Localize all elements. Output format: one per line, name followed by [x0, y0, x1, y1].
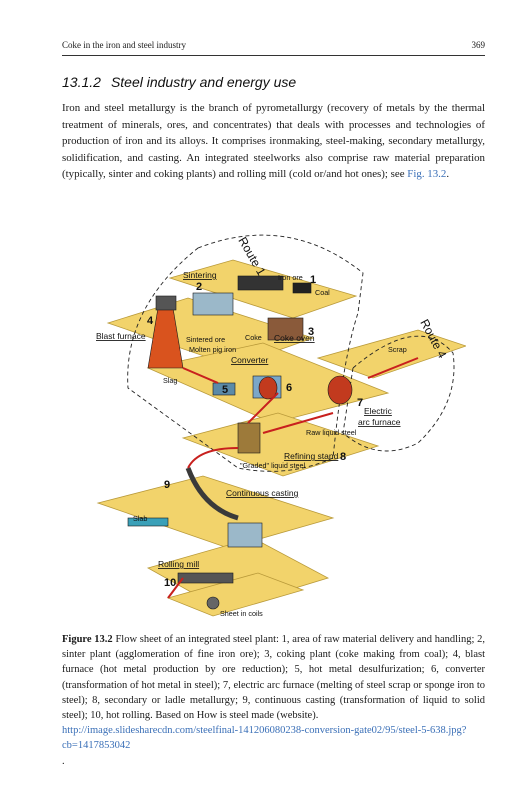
flow-arrow: [167, 577, 184, 599]
figure-label: Figure 13.2: [62, 634, 113, 645]
coke-oven-label: Coke oven: [274, 333, 315, 343]
converter-vessel: [258, 376, 278, 400]
slab-label: Slab: [133, 514, 147, 523]
slag-label: Slag: [163, 376, 177, 385]
paragraph-end: .: [446, 168, 450, 181]
iron-ore-pile: [237, 275, 284, 291]
converter-label: Converter: [231, 355, 268, 365]
coil: [206, 596, 220, 610]
rolling-stands: [177, 572, 234, 584]
step-3-label: 3: [308, 326, 314, 338]
molten-pig-iron-label: Molten pig iron: [189, 345, 236, 354]
flow-arrow: [247, 392, 279, 424]
route-boundaries: [127, 234, 455, 472]
flow-arrow: [367, 357, 419, 379]
figure-caption: Figure 13.2 Flow sheet of an integrated …: [62, 632, 485, 769]
flow-arrows: [167, 357, 419, 599]
route-1-boundary: [127, 234, 364, 472]
section-number: 13.1.2: [62, 74, 101, 90]
running-head: Coke in the iron and steel industry 369: [62, 40, 485, 50]
steel-plant-diagram: Route 1 Route 4 Sintering Iron ore Coal …: [96, 234, 468, 618]
refining-platform: [181, 412, 380, 477]
step-5-label: 5: [222, 384, 228, 396]
blast-furnace-label: Blast furnace: [96, 331, 146, 341]
refining-stand-label: Refining stand: [284, 451, 339, 461]
header-rule: [62, 55, 485, 56]
section-title: Steel industry and energy use: [110, 74, 297, 90]
flow-arrow: [182, 367, 219, 384]
platforms: [96, 259, 468, 617]
page-number: 369: [471, 40, 486, 50]
refining-stand: [237, 422, 261, 454]
iron-ore-label: Iron ore: [278, 273, 303, 282]
slab-stack: [127, 517, 169, 527]
step-2-label: 2: [196, 281, 202, 293]
step-1-label: 1: [310, 274, 316, 286]
caption-end: .: [62, 755, 65, 767]
electric-label: Electric: [364, 406, 393, 416]
coke-label: Coke: [245, 333, 262, 342]
equipment: [127, 275, 353, 610]
blast-furnace-top: [155, 295, 177, 311]
sinter-plant: [192, 292, 234, 316]
casting-platform: [96, 475, 335, 549]
sheet-in-coils-label: Sheet in coils: [220, 609, 263, 618]
step-7-label: 7: [357, 397, 363, 409]
step-6-label: 6: [286, 382, 292, 394]
route-4-boundary: [342, 335, 455, 452]
coke-oven: [267, 317, 304, 341]
step-10-label: 10: [164, 577, 176, 589]
paragraph-text: Iron and steel metallurgy is the branch …: [62, 102, 485, 181]
arc-furnace-label: arc furnace: [358, 417, 401, 427]
step-4-label: 4: [147, 315, 154, 327]
rolling-mill-label: Rolling mill: [158, 559, 199, 569]
figure-reference-link[interactable]: Fig. 13.2: [407, 168, 447, 181]
reheating-furnace: [227, 522, 263, 548]
coal-pile: [292, 282, 312, 294]
step-9-label: 9: [164, 479, 170, 491]
graded-liquid-steel-label: "Graded" liquid steel: [240, 461, 305, 470]
caption-text: Flow sheet of an integrated steel plant:…: [62, 634, 486, 722]
desulfurization-unit: [212, 382, 236, 396]
section-heading: 13.1.2 Steel industry and energy use: [62, 74, 296, 90]
flow-arrow: [262, 412, 334, 434]
raw-liquid-steel-label: Raw liquid steel: [306, 428, 357, 437]
steel-plant-figure: Route 1 Route 4 Sintering Iron ore Coal …: [88, 218, 468, 628]
caption-source-link[interactable]: http://image.slidesharecdn.com/steelfina…: [62, 725, 467, 752]
scrap-label: Scrap: [388, 345, 407, 354]
running-title: Coke in the iron and steel industry: [62, 40, 186, 50]
body-paragraph: Iron and steel metallurgy is the branch …: [62, 100, 485, 183]
flow-arrow: [187, 447, 239, 469]
sintered-ore-label: Sintered ore: [186, 335, 225, 344]
sintering-label: Sintering: [183, 270, 217, 280]
step-8-label: 8: [340, 451, 346, 463]
continuous-casting-label: Continuous casting: [226, 488, 299, 498]
continuous-caster: [185, 467, 239, 521]
electric-arc-furnace: [327, 375, 353, 405]
coal-label: Coal: [315, 288, 330, 297]
